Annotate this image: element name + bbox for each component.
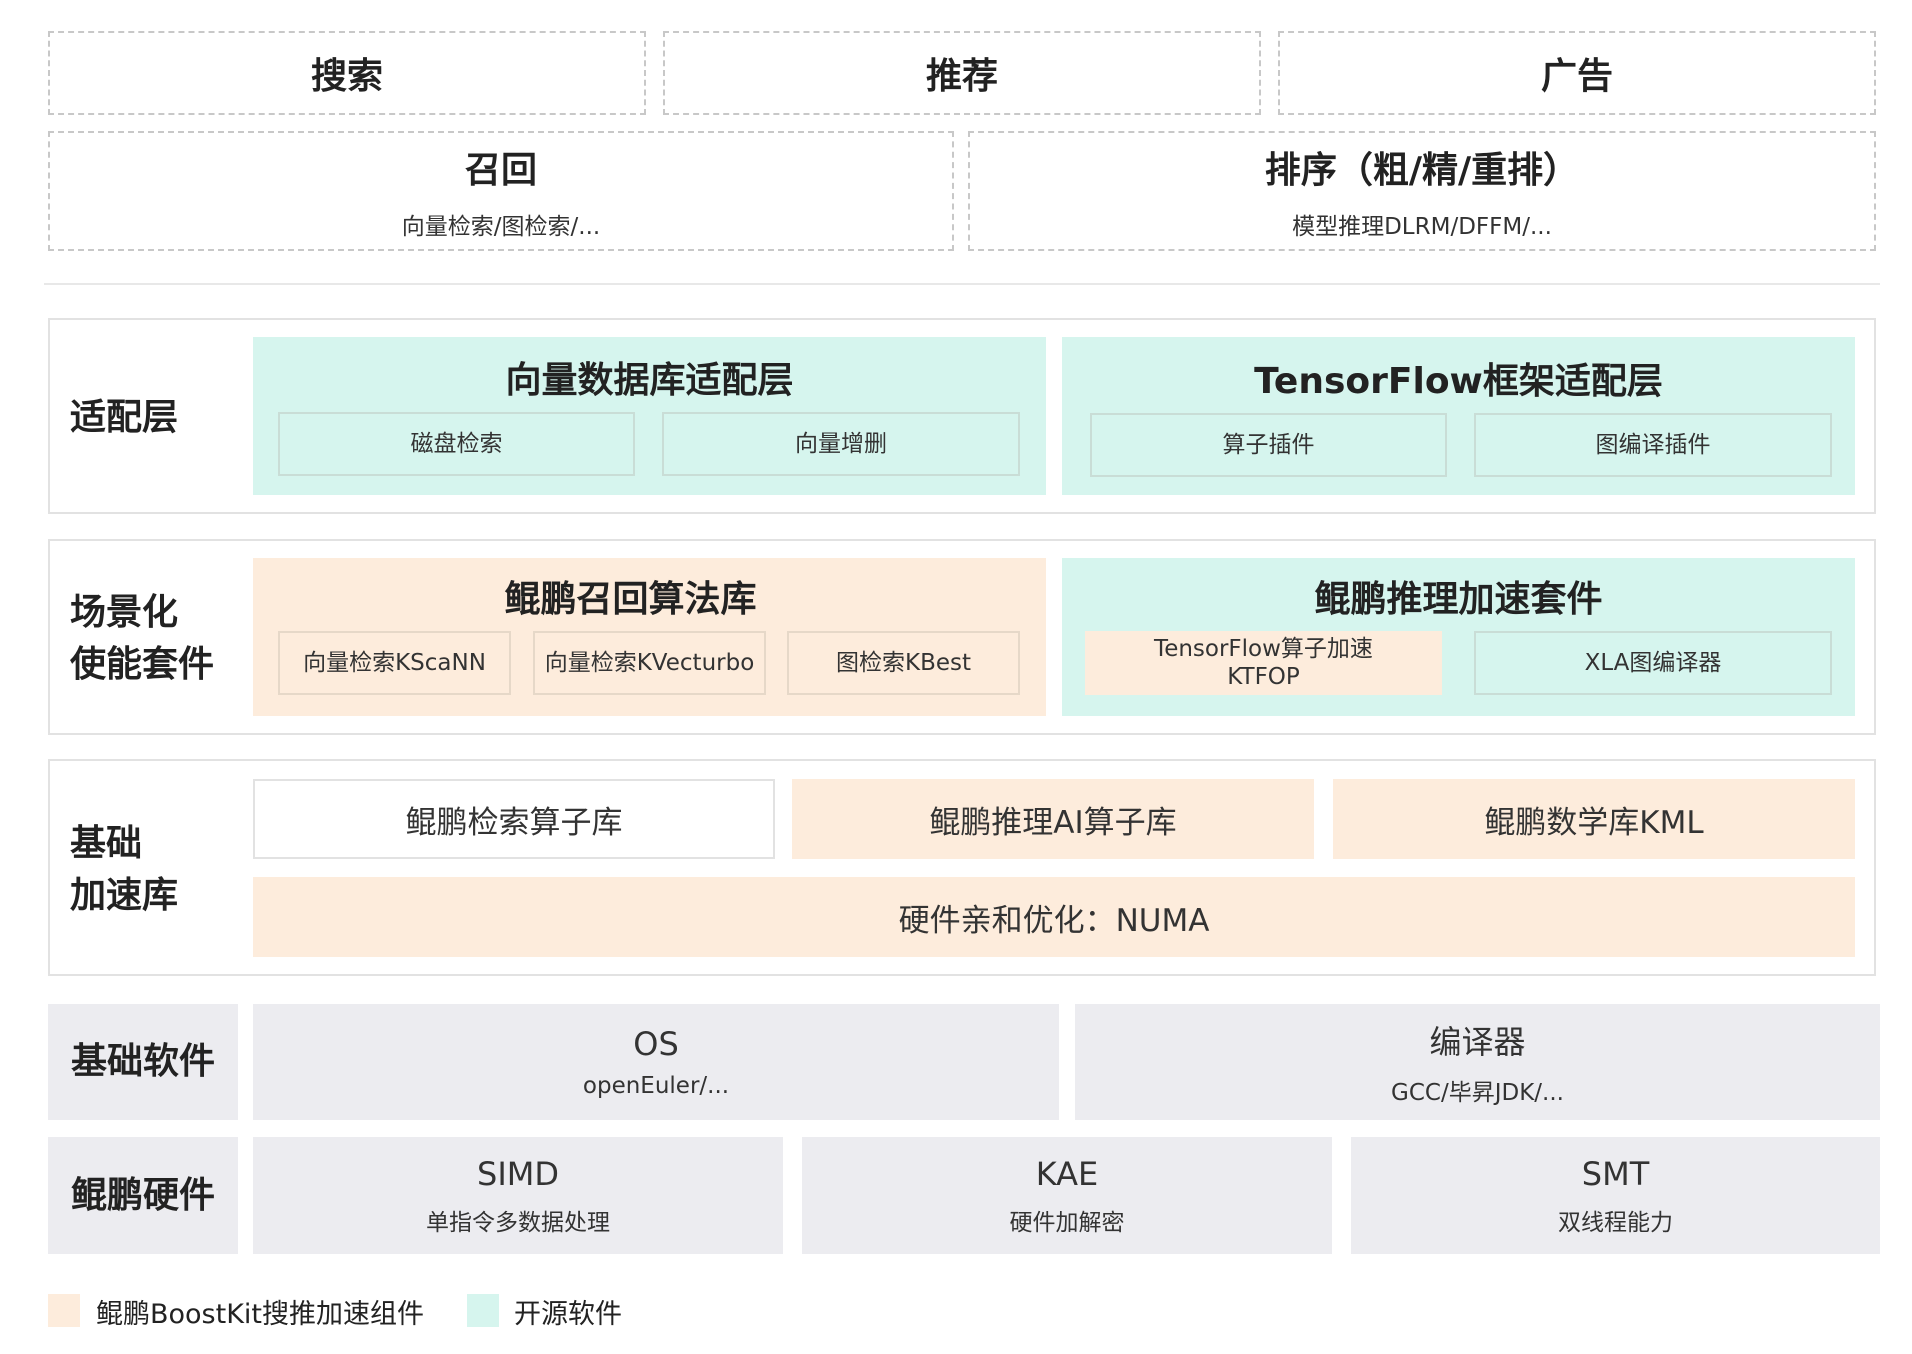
adapter-item: 向量增删 <box>662 412 1020 476</box>
adapter-item: 算子插件 <box>1090 413 1447 477</box>
vector-db-adapter-group <box>253 337 1046 495</box>
smt-box: SMT 双线程能力 <box>1351 1137 1880 1254</box>
algorithm-item: 向量检索KScaNN <box>278 631 511 695</box>
adapt-layer-label: 适配层 <box>70 397 179 438</box>
group-title: 鲲鹏召回算法库 <box>504 579 757 620</box>
app-box-search: 搜索 <box>48 31 646 115</box>
stage-title: 排序（粗/精/重排） <box>1264 150 1580 191</box>
search-operator-lib: 鲲鹏检索算子库 <box>253 779 775 859</box>
app-label: 推荐 <box>925 56 998 97</box>
stage-subtitle: 模型推理DLRM/DFFM/... <box>1292 214 1552 240</box>
xla-compiler-item: XLA图编译器 <box>1474 631 1832 695</box>
scenario-layer-label: 场景化 使能套件 <box>70 592 215 685</box>
compiler-box: 编译器 GCC/毕昇JDK/... <box>1075 1004 1880 1120</box>
group-title: 向量数据库适配层 <box>505 360 794 401</box>
app-label: 广告 <box>1540 56 1613 97</box>
base-software-label-box: 基础软件 <box>48 1004 238 1120</box>
base-accel-label: 基础 加速库 <box>70 823 179 916</box>
kae-box: KAE 硬件加解密 <box>802 1137 1332 1254</box>
inference-ai-operator-lib: 鲲鹏推理AI算子库 <box>792 779 1314 859</box>
app-box-recommend: 推荐 <box>663 31 1261 115</box>
stage-box-recall: 召回 向量检索/图检索/... <box>48 131 954 251</box>
algorithm-item: 图检索KBest <box>787 631 1020 695</box>
legend-swatch-boostkit <box>48 1294 80 1327</box>
recall-algorithm-group <box>253 558 1046 716</box>
adapter-item: 图编译插件 <box>1474 413 1832 477</box>
section-divider <box>44 283 1880 285</box>
algorithm-item: 向量检索KVecturbo <box>533 631 766 695</box>
kunpeng-hw-label-box: 鲲鹏硬件 <box>48 1137 238 1254</box>
group-title: 鲲鹏推理加速套件 <box>1314 579 1603 620</box>
stage-subtitle: 向量检索/图检索/... <box>401 214 601 240</box>
legend-swatch-open-source <box>467 1294 499 1327</box>
math-lib-kml: 鲲鹏数学库KML <box>1333 779 1855 859</box>
adapter-item: 磁盘检索 <box>278 412 635 476</box>
legend-label-boostkit: 鲲鹏BoostKit搜推加速组件 <box>96 1299 425 1330</box>
group-title: TensorFlow框架适配层 <box>1254 361 1663 402</box>
stage-title: 召回 <box>464 150 537 191</box>
tensorflow-adapter-group <box>1062 337 1855 495</box>
legend-label-open-source: 开源软件 <box>514 1299 622 1330</box>
simd-box: SIMD 单指令多数据处理 <box>253 1137 783 1254</box>
app-label: 搜索 <box>310 56 383 97</box>
stage-box-ranking: 排序（粗/精/重排） 模型推理DLRM/DFFM/... <box>968 131 1876 251</box>
os-box: OS openEuler/... <box>253 1004 1059 1120</box>
app-box-ads: 广告 <box>1278 31 1876 115</box>
tensorflow-op-accel-item: TensorFlow算子加速 KTFOP <box>1085 631 1442 695</box>
hardware-affinity-numa: 硬件亲和优化：NUMA <box>253 877 1855 957</box>
